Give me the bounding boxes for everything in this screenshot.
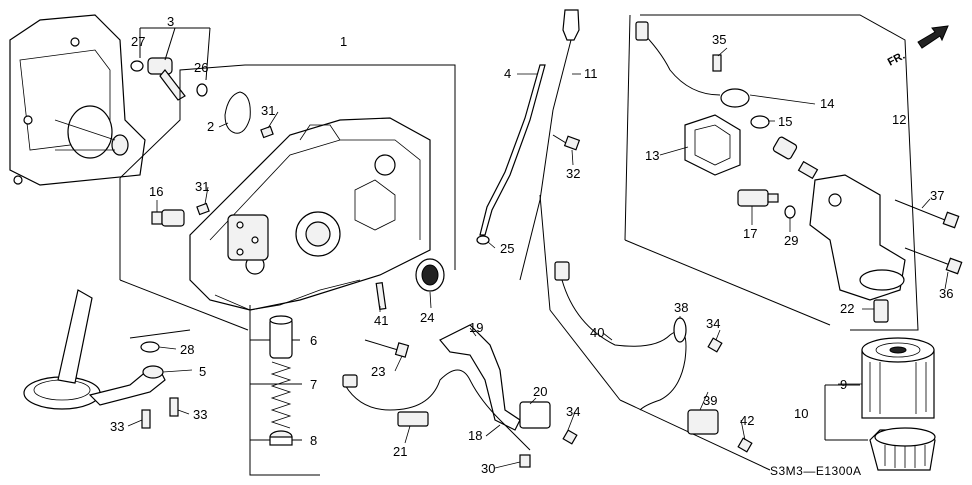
callout-12: 12	[892, 112, 906, 127]
callout-23: 23	[371, 364, 385, 379]
sensor-harness-illustration	[539, 194, 771, 471]
callout-18: 18	[468, 428, 482, 443]
callout-8: 8	[310, 433, 317, 448]
callout-10: 10	[794, 406, 808, 421]
callout-19: 19	[469, 320, 483, 335]
callout-labels: 1 2 3 4 5 6 7 8 9 10 11 12 13 14 15 16 1…	[110, 14, 953, 476]
callout-41: 41	[374, 313, 388, 328]
callout-26: 26	[194, 60, 208, 75]
bolt-41-part	[375, 282, 387, 310]
dipstick-illustration	[476, 9, 581, 281]
oil-pump-housing-illustration	[119, 64, 456, 331]
callout-24: 24	[420, 310, 434, 325]
oil-seal-part	[415, 258, 445, 292]
callout-30: 30	[481, 461, 495, 476]
callout-34b: 34	[566, 404, 580, 419]
oil-pressure-switch-part	[151, 209, 185, 227]
callout-13: 13	[645, 148, 659, 163]
callout-36: 36	[939, 286, 953, 301]
callout-34a: 34	[706, 316, 720, 331]
callout-28: 28	[180, 342, 194, 357]
callout-6: 6	[310, 333, 317, 348]
callout-11: 11	[584, 66, 598, 81]
callout-32: 32	[566, 166, 580, 181]
callout-5: 5	[199, 364, 206, 379]
callout-33a: 33	[110, 419, 124, 434]
callout-16: 16	[149, 184, 163, 199]
callout-37: 37	[930, 188, 944, 203]
callout-1: 1	[340, 34, 347, 49]
callout-27: 27	[131, 34, 145, 49]
callout-7: 7	[310, 377, 317, 392]
callout-14: 14	[820, 96, 834, 111]
callout-39: 39	[703, 393, 717, 408]
relief-valve-parts	[130, 27, 211, 101]
callout-22: 22	[840, 301, 854, 316]
front-direction-indicator: FR.	[886, 25, 949, 69]
callout-2: 2	[207, 119, 214, 134]
callout-3: 3	[167, 14, 174, 29]
front-direction-label: FR.	[886, 50, 907, 69]
harness-bracket-illustration	[342, 324, 578, 468]
callout-17: 17	[743, 226, 757, 241]
leader-lines	[127, 47, 949, 469]
callout-31a: 31	[261, 103, 275, 118]
callout-4: 4	[504, 66, 511, 81]
oil-filter-illustration	[824, 337, 936, 471]
bolt-23-part	[364, 339, 410, 358]
callout-20: 20	[533, 384, 547, 399]
callout-33b: 33	[193, 407, 207, 422]
callout-25: 25	[500, 241, 514, 256]
pump-relief-stack	[249, 305, 320, 476]
oil-pump-filter-base-group	[624, 14, 963, 331]
callout-40: 40	[590, 325, 604, 340]
callout-42: 42	[740, 413, 754, 428]
clip-and-pins	[196, 91, 274, 216]
callout-21: 21	[393, 444, 407, 459]
callout-15: 15	[778, 114, 792, 129]
callout-31b: 31	[195, 179, 209, 194]
callout-38: 38	[674, 300, 688, 315]
diagram-code: S3M3—E1300A	[770, 464, 862, 478]
callout-35: 35	[712, 32, 726, 47]
callout-29: 29	[784, 233, 798, 248]
callout-9: 9	[840, 377, 847, 392]
oil-strainer-illustration	[23, 289, 191, 429]
engine-block-illustration	[9, 14, 146, 186]
